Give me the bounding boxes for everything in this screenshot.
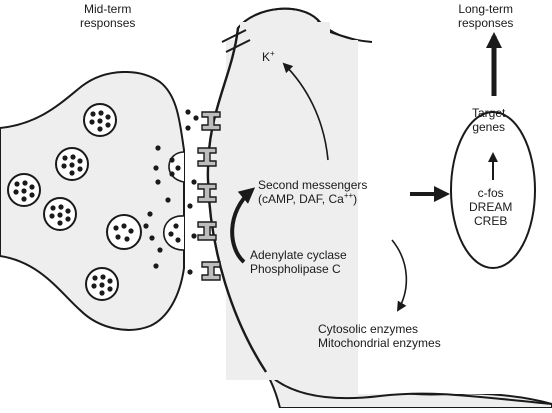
transcription-factors-label: c-fos DREAM CREB — [469, 186, 512, 228]
cytosolic-line: Cytosolic enzymes — [318, 322, 419, 336]
mitochondrial-line: Mitochondrial enzymes — [318, 336, 441, 350]
second-messengers-list: (cAMP, DAF, Ca — [258, 192, 344, 206]
target-line1: Target — [472, 106, 506, 120]
vesicle — [55, 147, 89, 181]
receptor-icon — [201, 261, 221, 281]
long-term-label: Long-term responses — [458, 2, 513, 30]
creb-label: CREB — [474, 214, 508, 228]
receptor-icon — [197, 183, 217, 203]
target-genes-label: Target genes — [472, 106, 505, 134]
second-messengers-line1: Second messengers — [258, 178, 368, 192]
vesicle — [83, 103, 117, 137]
receptor-icon — [201, 111, 221, 131]
potassium-label: K+ — [262, 49, 275, 65]
second-messengers-close: ) — [353, 192, 358, 206]
vesicle — [85, 267, 119, 301]
vesicle — [7, 173, 41, 207]
mid-term-line2: responses — [80, 16, 136, 30]
calcium-charge: ++ — [343, 191, 354, 200]
enzymes-label: Adenylate cyclase Phospholipase C — [250, 248, 347, 276]
arrow-to-k-channel — [282, 62, 329, 161]
target-line2: genes — [472, 120, 506, 134]
dream-label: DREAM — [469, 200, 513, 214]
potassium-symbol: K — [262, 50, 271, 64]
fusing-vesicle — [106, 214, 142, 250]
nucleus — [450, 111, 536, 269]
long-term-line1: Long-term — [458, 2, 514, 16]
second-messengers-line2: (cAMP, DAF, Ca++) — [258, 191, 367, 207]
mid-term-line1: Mid-term — [84, 2, 132, 16]
phospholipase-label: Phospholipase C — [250, 262, 341, 276]
potassium-channel-icon — [221, 29, 251, 53]
potassium-charge: + — [270, 49, 275, 58]
arrow-activation — [230, 187, 256, 264]
presynaptic-terminal — [0, 71, 185, 331]
adenylate-cyclase-label: Adenylate cyclase — [250, 248, 347, 262]
cfos-label: c-fos — [477, 186, 504, 200]
receptor-icon — [197, 147, 217, 167]
long-term-line2: responses — [458, 16, 514, 30]
cytosolic-enzymes-label: Cytosolic enzymes Mitochondrial enzymes — [318, 322, 441, 350]
neurotransmitter-dots — [143, 109, 199, 275]
arrow-to-enzymes — [391, 239, 408, 312]
vesicle — [43, 197, 77, 231]
receptor-icon — [197, 221, 217, 241]
mid-term-label: Mid-term responses — [80, 2, 135, 30]
second-messengers-label: Second messengers (cAMP, DAF, Ca++) — [258, 178, 367, 206]
